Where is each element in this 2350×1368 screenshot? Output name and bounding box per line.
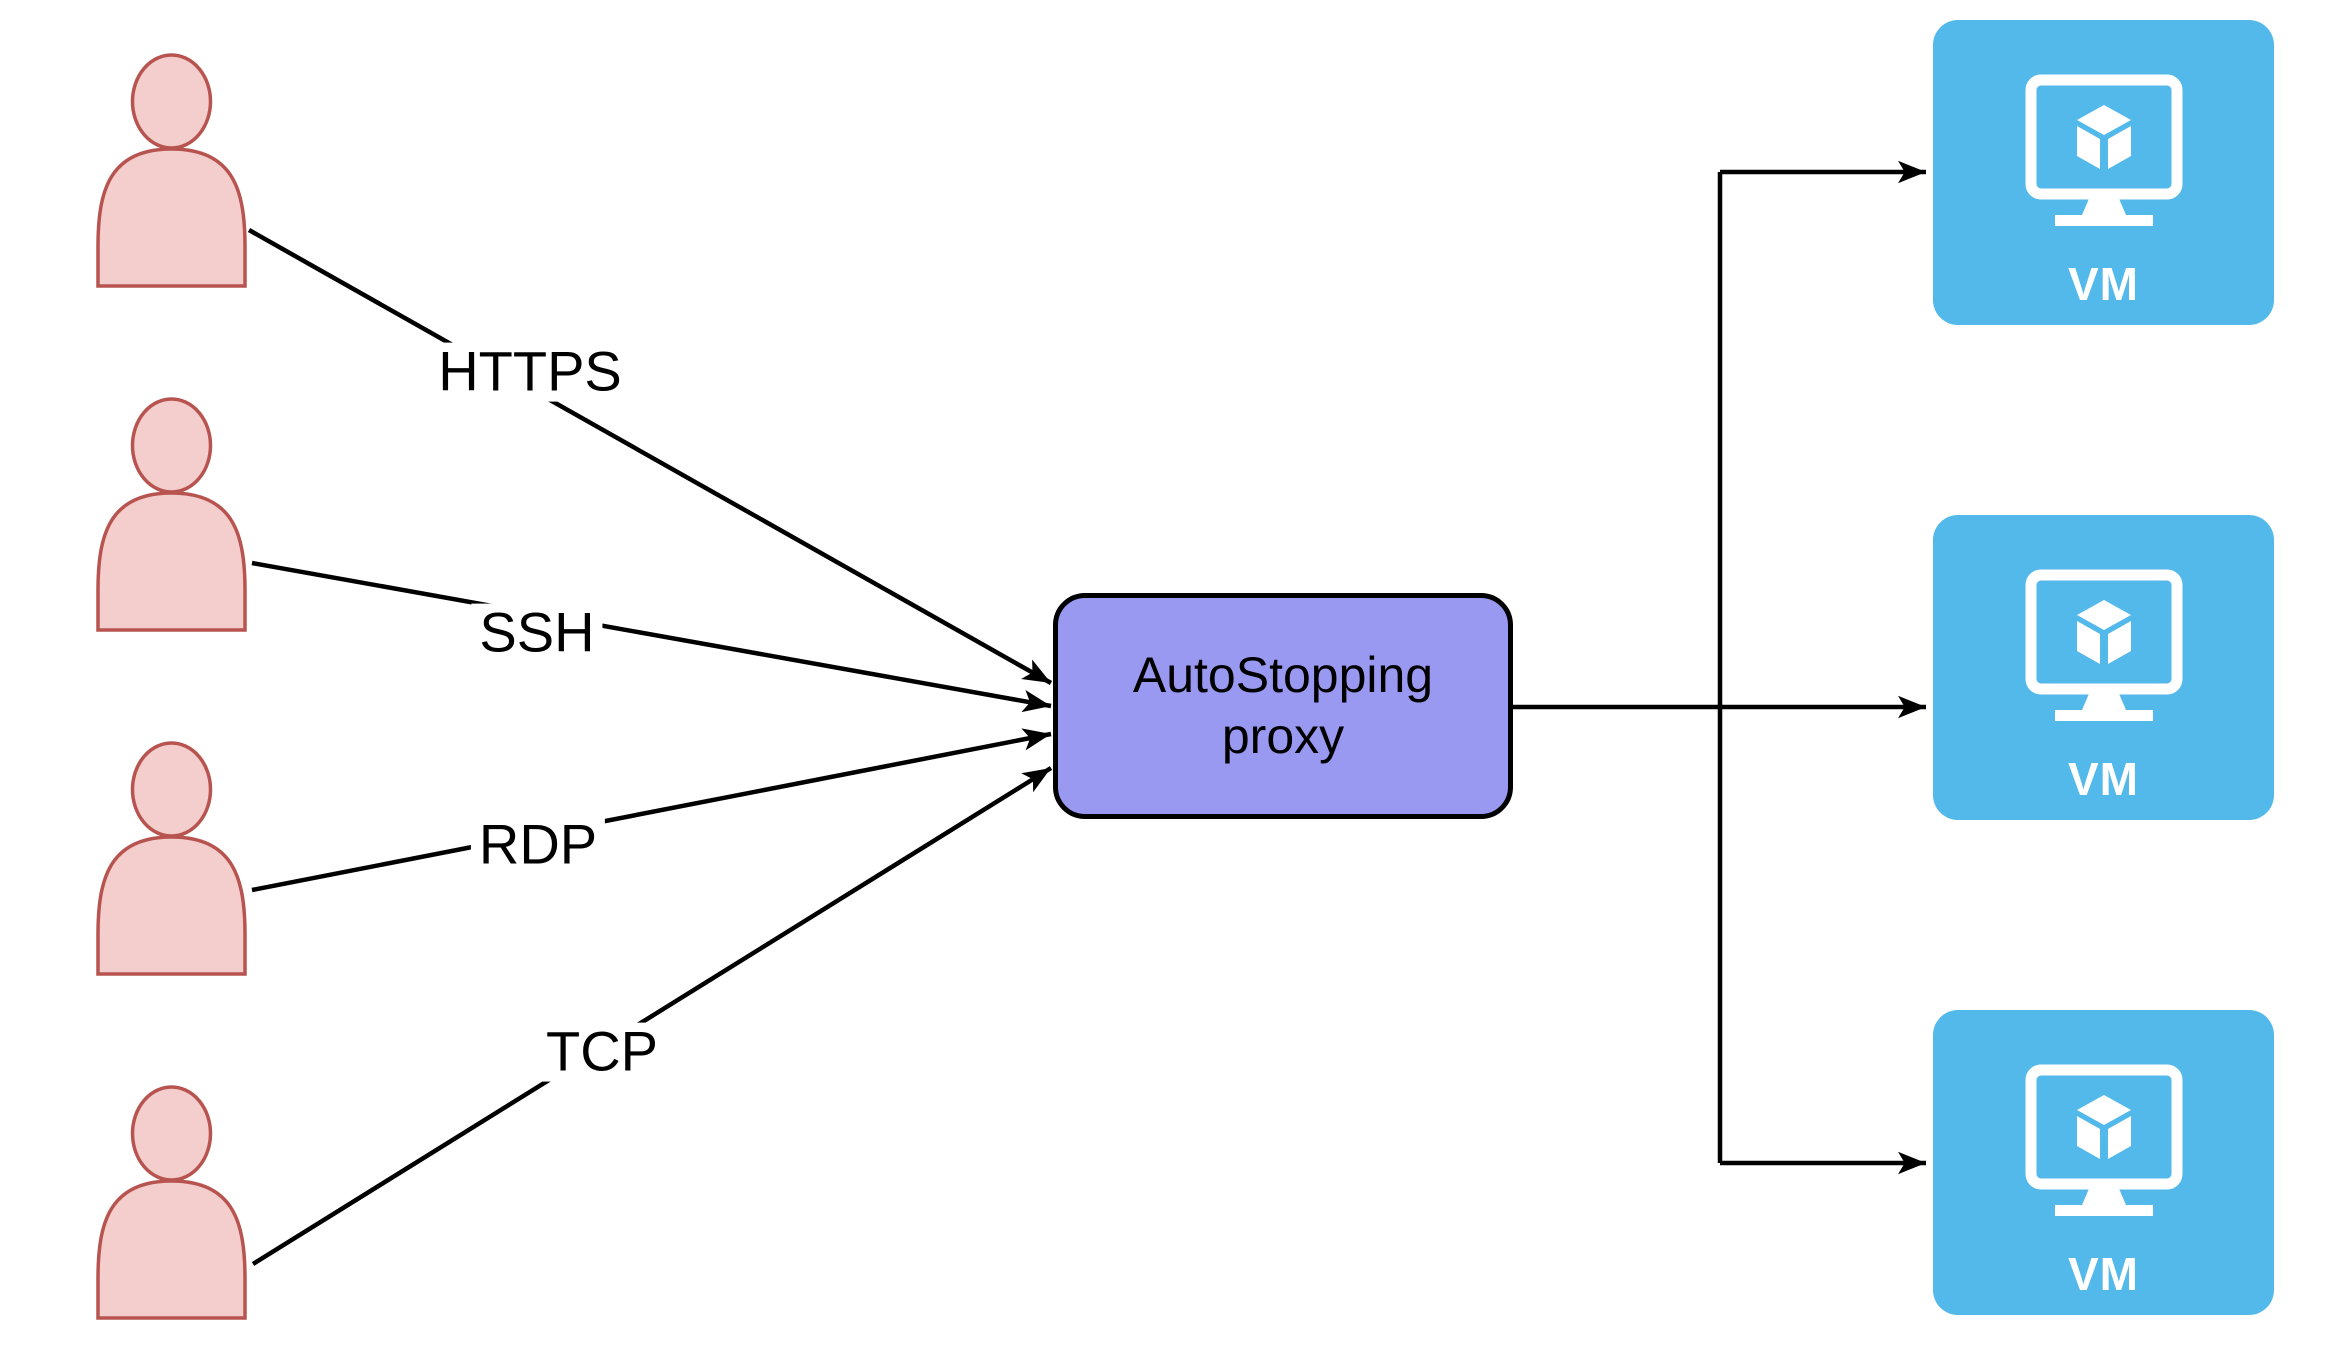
user-body (96, 147, 247, 288)
user-body (96, 491, 247, 632)
vm-label: VM (2068, 258, 2139, 310)
vm-node: VM (1933, 1010, 2274, 1315)
rdp-connector-line (251, 728, 1052, 893)
autostopping-proxy-node: AutoStopping proxy (1053, 593, 1513, 819)
monitor-screen (2025, 1064, 2182, 1190)
vm-node: VM (1933, 515, 2274, 820)
monitor-stand (2081, 194, 2126, 215)
tcp-edge-label: TCP (538, 1022, 666, 1082)
https-connector-line (247, 228, 1053, 685)
monitor-stand (2081, 689, 2126, 710)
cube-icon (2076, 1095, 2131, 1159)
cube-icon (2076, 105, 2131, 169)
monitor-screen (2025, 569, 2182, 695)
monitor-screen (2025, 74, 2182, 200)
user-icon (96, 1085, 247, 1320)
autostopping-proxy-label: AutoStopping proxy (1132, 647, 1434, 764)
vm-node: VM (1933, 20, 2274, 325)
monitor-base (2054, 710, 2153, 721)
monitor-base (2054, 1205, 2153, 1216)
rdp-edge-label: RDP (470, 815, 606, 875)
user-body (96, 1179, 247, 1320)
vm-label: VM (2068, 1248, 2139, 1300)
ssh-connector-line (251, 560, 1052, 713)
user-head (130, 397, 213, 494)
vm-monitor-icon (2025, 569, 2182, 721)
monitor-stand (2081, 1184, 2126, 1205)
user-head (130, 741, 213, 838)
cube-icon (2076, 600, 2131, 664)
vm-label: VM (2068, 753, 2139, 805)
tcp-connector-line (251, 766, 1053, 1266)
vm-monitor-icon (2025, 1064, 2182, 1216)
user-head (130, 1085, 213, 1182)
user-icon (96, 741, 247, 976)
vm-monitor-icon (2025, 74, 2182, 226)
https-edge-label: HTTPS (430, 342, 630, 402)
ssh-edge-label: SSH (471, 603, 603, 663)
user-icon (96, 397, 247, 632)
monitor-base (2054, 215, 2153, 226)
user-body (96, 835, 247, 976)
user-head (130, 53, 213, 150)
user-icon (96, 53, 247, 288)
